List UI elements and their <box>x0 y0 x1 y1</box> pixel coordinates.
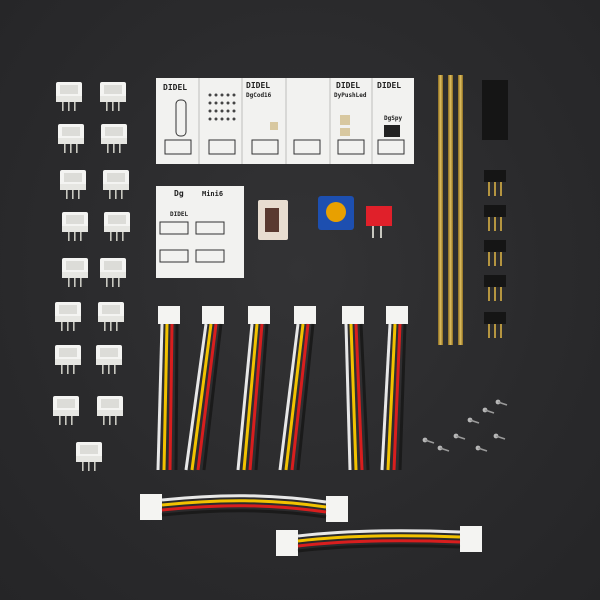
board-label-b6-sub: DgSpy <box>384 115 402 122</box>
jst-connector-icon <box>76 442 102 471</box>
pcb-strip: DIDEL DIDEL DgCod16 DIDEL DyPushLed DIDE… <box>156 78 414 164</box>
pin-header-icon <box>482 80 508 140</box>
pin-header-icon <box>438 75 443 345</box>
jst-connector-icon <box>55 302 81 331</box>
jst-connector-icon <box>101 124 127 153</box>
pin-header-icon <box>484 205 506 231</box>
screw-icon <box>466 416 480 424</box>
screw-icon <box>436 444 450 452</box>
jst-connector-icon <box>56 82 82 111</box>
wire-harness-icon <box>184 306 224 471</box>
wire-harness-icon <box>342 306 370 471</box>
slide-switch <box>258 200 288 240</box>
rotary-encoder <box>318 196 354 230</box>
board-label-b3-sub: DgCod16 <box>246 92 272 99</box>
pin-header-icon <box>484 170 506 196</box>
jst-connector-icon <box>103 170 129 199</box>
jst-connector-icon <box>104 212 130 241</box>
screws <box>421 398 508 452</box>
pin-headers <box>438 75 508 345</box>
dip-switch-icon <box>366 206 392 226</box>
wire-harness-icon <box>380 306 408 471</box>
dip-switch <box>366 206 392 238</box>
jst-connector-icon <box>62 212 88 241</box>
jst-connector-icon <box>100 82 126 111</box>
jst-connector-icon <box>97 396 123 425</box>
board-label-b6: DIDEL <box>377 81 401 90</box>
board-label-b3: DIDEL <box>246 81 270 90</box>
jst-connector-icon <box>58 124 84 153</box>
jst-connector-icon <box>98 302 124 331</box>
wire-harness-icon <box>276 526 482 556</box>
screw-icon <box>474 444 488 452</box>
wire-harness-icon <box>236 306 270 471</box>
pin-header-icon <box>484 275 506 301</box>
pcb-square-board: Dg Mini6 DIDEL <box>156 186 244 278</box>
board-label-square-small: DIDEL <box>170 211 188 218</box>
pin-header-icon <box>484 312 506 338</box>
screw-icon <box>421 436 435 444</box>
vertical-harnesses <box>156 306 408 471</box>
board-label-b5: DIDEL <box>336 81 360 90</box>
pcb-board-icon <box>156 78 414 164</box>
horizontal-harnesses <box>140 494 482 556</box>
pin-header-icon <box>448 75 453 345</box>
screw-icon <box>494 398 508 406</box>
jst-connector-icon <box>60 170 86 199</box>
board-label-b5-sub: DyPushLed <box>334 92 367 99</box>
screw-icon <box>492 432 506 440</box>
pin-header-icon <box>458 75 463 345</box>
screw-icon <box>452 432 466 440</box>
board-label-b1: DIDEL <box>163 83 187 92</box>
wire-harness-icon <box>140 494 348 522</box>
screw-icon <box>481 406 495 414</box>
jst-connector-column <box>53 82 130 471</box>
jst-connector-icon <box>96 345 122 374</box>
jst-connector-icon <box>55 345 81 374</box>
pcb-board-icon <box>156 186 244 278</box>
board-label-square-b: Mini6 <box>202 190 223 198</box>
jst-connector-icon <box>100 258 126 287</box>
jst-connector-icon <box>62 258 88 287</box>
wire-harness-icon <box>278 306 316 471</box>
jst-connector-icon <box>53 396 79 425</box>
pin-header-icon <box>484 240 506 266</box>
board-label-square-a: Dg <box>174 189 184 198</box>
wire-harness-icon <box>156 306 180 471</box>
